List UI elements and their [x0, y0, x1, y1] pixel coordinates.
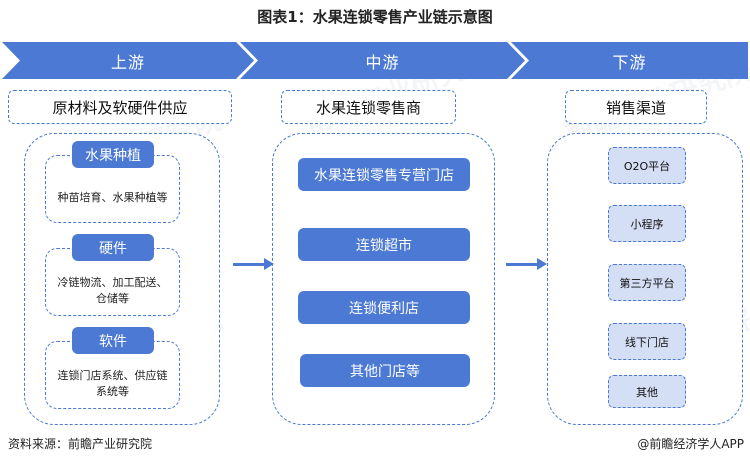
group-text-hardware: 冷链物流、加工配送、仓储等 [57, 276, 168, 305]
group-text-software: 连锁门店系统、供应链系统等 [57, 369, 168, 398]
stage-midstream: 中游 [240, 42, 525, 79]
group-text-planting: 种苗培育、水果种植等 [57, 191, 168, 204]
flow-arrow-up-to-mid [233, 258, 274, 270]
channel-item: 线下门店 [608, 323, 686, 360]
stage-upstream: 上游 [2, 42, 254, 79]
group-label-planting: 水果种植 [72, 141, 154, 168]
midstream-item: 其他门店等 [300, 354, 470, 387]
group-label-hardware: 硬件 [72, 234, 154, 261]
midstream-item: 连锁超市 [298, 228, 470, 261]
channel-item: 小程序 [608, 205, 686, 242]
group-box-software: 连锁门店系统、供应链系统等 [45, 341, 180, 409]
flow-arrow-mid-to-down [506, 258, 547, 270]
downstream-header: 销售渠道 [565, 90, 707, 124]
midstream-item: 连锁便利店 [298, 291, 470, 324]
brand-credit: @前瞻经济学人APP [637, 437, 744, 451]
channel-item: 第三方平台 [608, 264, 686, 301]
midstream-header: 水果连锁零售商 [281, 90, 456, 124]
midstream-item: 水果连锁零售专营门店 [298, 158, 470, 191]
channel-item: O2O平台 [608, 147, 686, 184]
stage-downstream: 下游 [511, 42, 748, 79]
source-note: 资料来源：前瞻产业研究院 [8, 437, 153, 451]
group-label-software: 软件 [72, 327, 154, 354]
upstream-header: 原材料及软硬件供应 [8, 90, 232, 124]
channel-item: 其他 [608, 375, 686, 408]
diagram-title: 图表1：水果连锁零售产业链示意图 [257, 8, 493, 26]
upstream-panel [24, 133, 220, 425]
